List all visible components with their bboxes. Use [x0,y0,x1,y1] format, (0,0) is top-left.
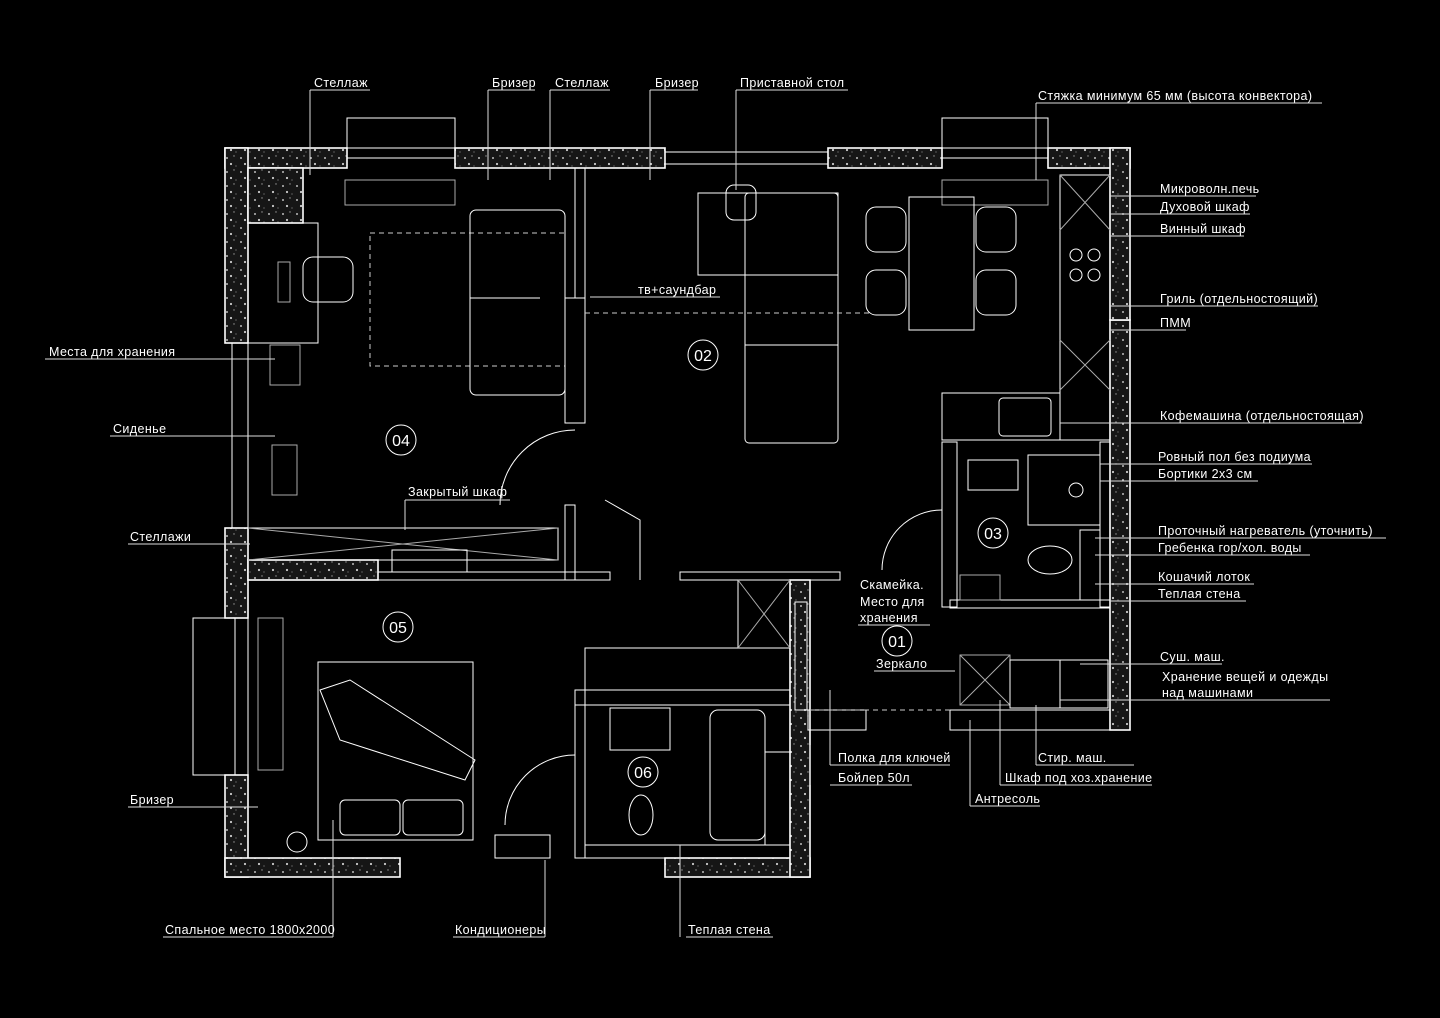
label-washer: Стир. маш. [1038,751,1107,765]
room-number-05: 05 [389,620,407,637]
label-closed-wardrobe: Закрытый шкаф [408,485,507,499]
kitchen-sink [998,397,1052,437]
windows [192,117,1049,776]
label-seat: Сиденье [113,422,166,436]
label-side-table: Приставной стол [740,76,844,90]
label-breezer-living: Бризер [655,76,699,90]
label-tv-soundbar: тв+саундбар [638,283,716,297]
label-warm-wall-bath: Теплая стена [1158,587,1241,601]
label-curbs: Бортики 2х3 см [1158,467,1253,481]
label-boiler: Бойлер 50л [838,771,910,785]
label-grill: Гриль (отдельностоящий) [1160,292,1318,306]
room-number-04: 04 [392,433,410,450]
side-table [697,192,839,276]
label-oven: Духовой шкаф [1160,200,1250,214]
label-mezzanine: Антресоль [975,792,1040,806]
room-number-03: 03 [984,526,1002,543]
annotations: Стеллаж Бризер Стеллаж Бризер Приставной… [49,76,1373,937]
kitchen-column [1059,174,1111,441]
label-breezer-bedroom: Бризер [130,793,174,807]
office-chair [302,256,354,303]
label-breezer-office: Бризер [492,76,536,90]
leader-lines [45,89,1386,938]
toilet [1027,545,1073,575]
sofa-office [469,209,566,396]
label-water-manifold: Гребенка гор/хол. воды [1158,541,1302,555]
dining-table [908,196,975,331]
label-litter-box: Кошачий лоток [1158,570,1250,584]
label-shelves: Стеллажи [130,530,191,544]
room-number-01: 01 [888,634,906,651]
label-storage-places: Места для хранения [49,345,175,359]
room-number-06: 06 [634,765,652,782]
label-warm-wall: Теплая стена [688,923,771,937]
furniture [247,174,1111,859]
room-numbers: 01 02 03 04 05 06 [382,339,1009,788]
label-wine-cabinet: Винный шкаф [1160,222,1246,236]
bath-sink [967,459,1019,491]
label-screed: Стяжка минимум 65 мм (высота конвектора) [1038,89,1312,103]
label-mirror: Зеркало [876,657,927,671]
label-dryer: Суш. маш. [1160,650,1225,664]
label-dishwasher: ПММ [1160,316,1191,330]
label-flat-floor: Ровный пол без подиума [1158,450,1311,464]
label-utility-cabinet: Шкаф под хоз.хранение [1005,771,1153,785]
bed [317,661,474,841]
label-water-heater: Проточный нагреватель (уточнить) [1158,524,1373,538]
label-bench-3: хранения [860,611,918,625]
label-bed: Спальное место 1800х2000 [165,923,335,937]
label-shelving-office: Стеллаж [314,76,368,90]
corner-sofa [744,192,839,444]
room-number-02: 02 [694,348,712,365]
label-storage-above-2: над машинами [1162,686,1253,700]
label-microwave: Микроволн.печь [1160,182,1260,196]
label-coffee-machine: Кофемашина (отдельностоящая) [1160,409,1364,423]
label-bench-2: Место для [860,595,925,609]
exterior-walls [224,147,1131,878]
label-air-conditioners: Кондиционеры [455,923,546,937]
washer [1059,659,1109,709]
bathtub [709,709,766,841]
shower [1027,454,1101,526]
label-shelving-tv: Стеллаж [555,76,609,90]
dryer [1009,659,1061,709]
label-bench-1: Скамейка. [860,578,924,592]
label-storage-above-1: Хранение вещей и одежды [1162,670,1329,684]
label-key-shelf: Полка для ключей [838,751,951,765]
